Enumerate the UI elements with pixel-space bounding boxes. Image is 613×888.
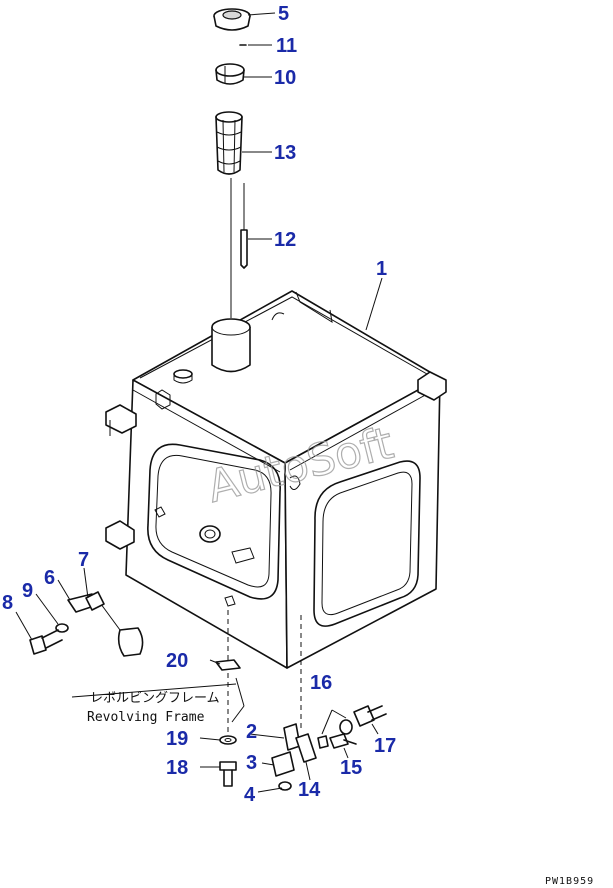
hose-connector [295, 733, 317, 763]
part-number-12: 12 [274, 229, 296, 251]
level-gauge [240, 183, 248, 269]
part-number-17: 17 [374, 735, 396, 757]
part-number-11: 11 [276, 35, 297, 57]
part-number-9: 9 [22, 580, 33, 602]
part-number-14: 14 [298, 779, 321, 801]
part-number-6: 6 [44, 567, 55, 589]
part-number-5: 5 [278, 3, 289, 25]
part-number-2: 2 [246, 721, 257, 743]
union [317, 719, 353, 749]
revolving-frame-en-label: Revolving Frame [87, 710, 205, 725]
clamp [85, 591, 105, 611]
strainer [215, 111, 243, 175]
part-number-20: 20 [166, 650, 188, 672]
hex-bolt-right [353, 705, 387, 727]
bolt-bottom [219, 761, 237, 787]
part-number-4: 4 [244, 784, 256, 806]
part-number-19: 19 [166, 728, 188, 750]
part-number-16: 16 [310, 672, 332, 694]
revolving-frame-jp-label: レボルビングフレーム [90, 691, 220, 706]
part-number-7: 7 [78, 549, 89, 571]
connector-bolt [329, 733, 357, 749]
drawing-code: PW1B959 [545, 876, 594, 887]
part-number-18: 18 [166, 757, 188, 779]
filler-cap [213, 8, 251, 31]
plate [215, 659, 241, 671]
leader-lines [15, 12, 383, 793]
part-number-10: 10 [274, 67, 296, 89]
bolt-left [29, 629, 63, 655]
hydraulic-tank [105, 290, 447, 669]
small-washer [55, 623, 69, 633]
part-number-3: 3 [246, 752, 257, 774]
washer [219, 735, 237, 745]
part-number-8: 8 [2, 592, 13, 614]
part-number-1: 1 [376, 258, 387, 280]
sensor-assembly [67, 593, 144, 657]
part-number-13: 13 [274, 142, 296, 164]
part-number-15: 15 [340, 757, 362, 779]
tee-fitting [271, 751, 295, 791]
retainer-ring [215, 63, 245, 85]
